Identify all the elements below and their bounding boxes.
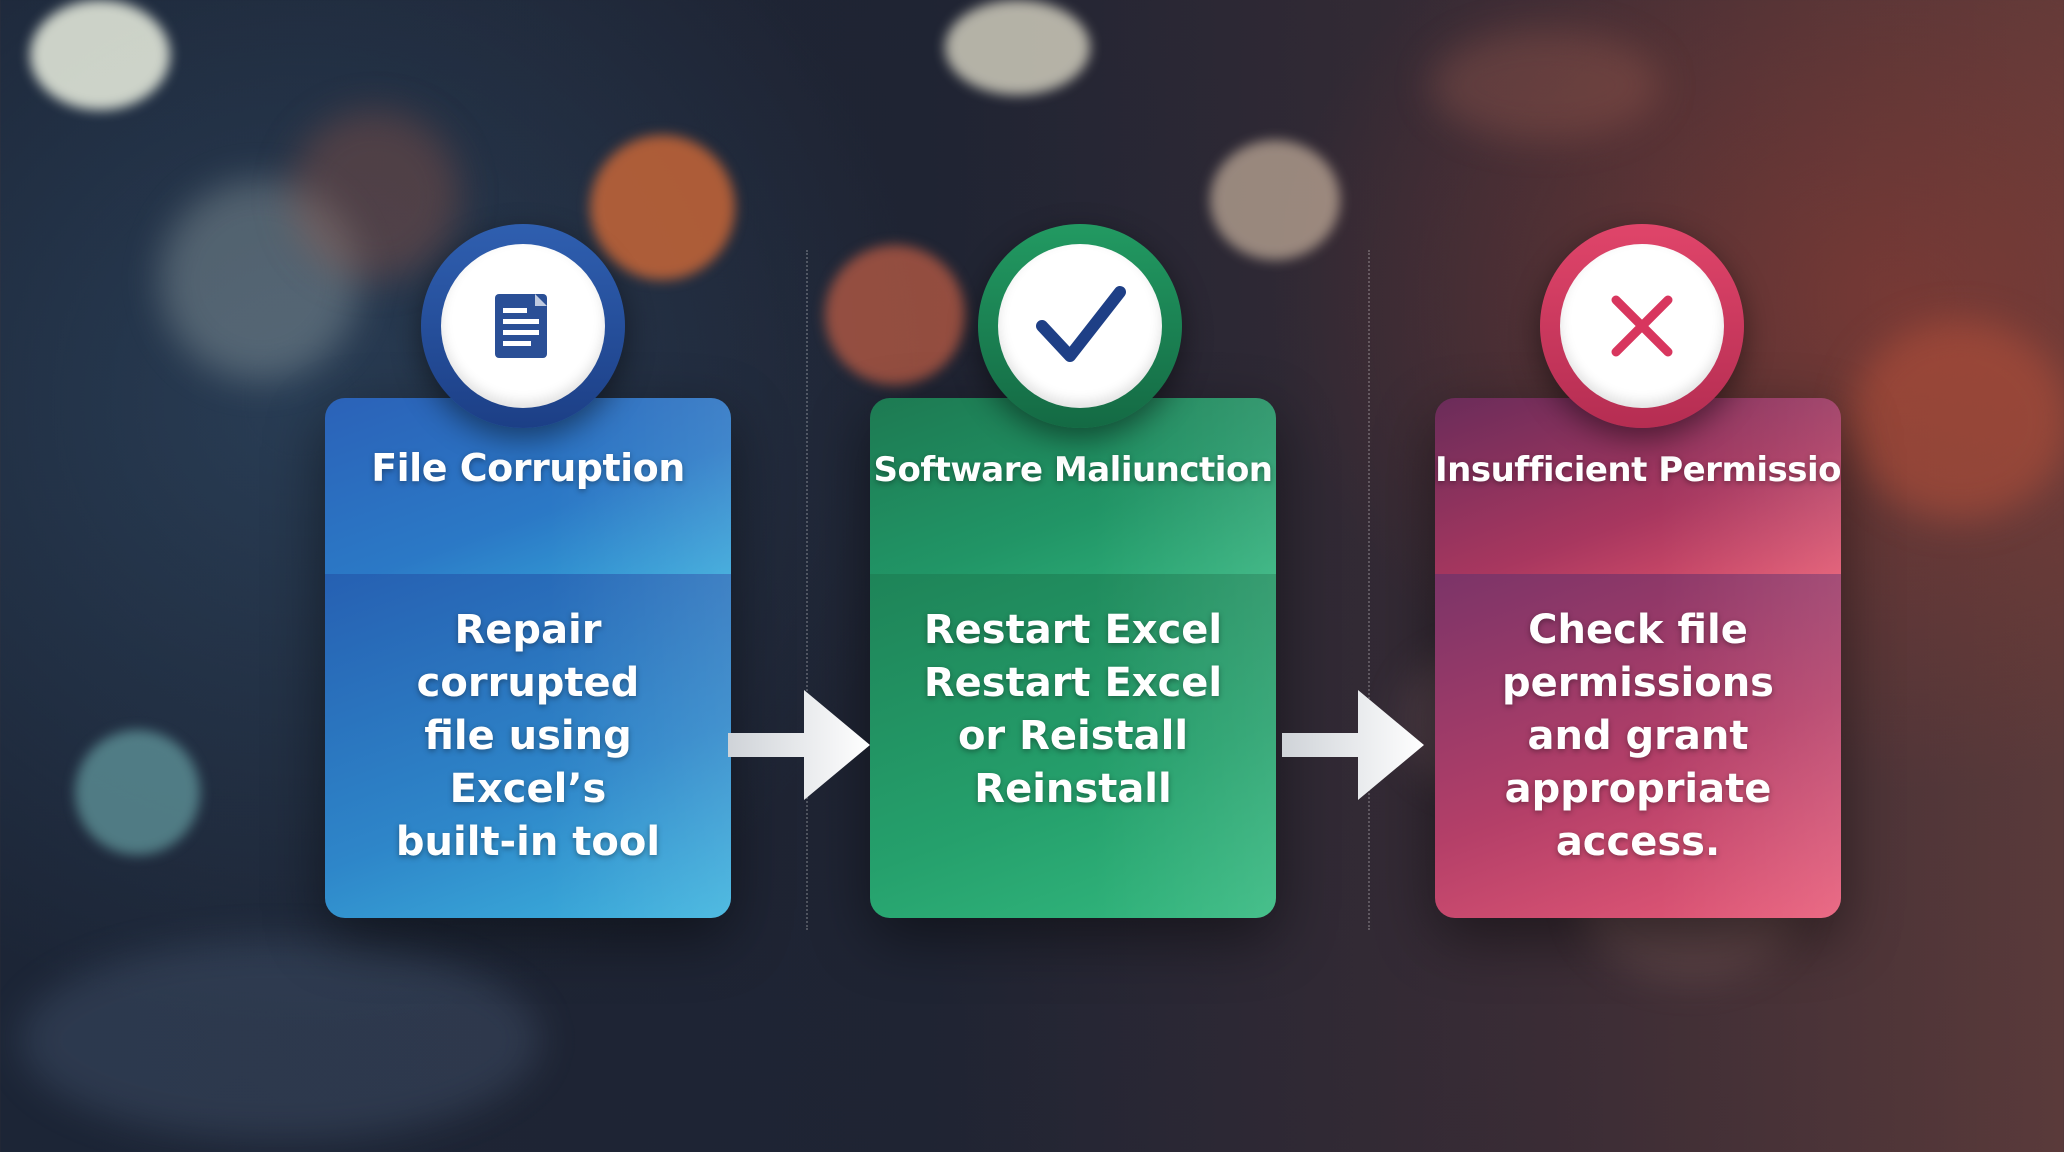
card-body — [1435, 574, 1841, 918]
card-body — [870, 574, 1276, 918]
step-badge — [1540, 224, 1744, 428]
document-icon — [495, 294, 547, 358]
step-card-insufficient-permissions: Insufficient Permissions Check file perm… — [1435, 398, 1841, 918]
step-description: Repair corrupted file using Excel’s buil… — [395, 607, 661, 865]
checkmark-icon — [1036, 286, 1126, 362]
step-title: File Corruption — [371, 446, 685, 490]
step-badge — [978, 224, 1182, 428]
card-body — [325, 574, 731, 918]
step-description: Restart Excel Restart Excel or Reistall … — [923, 607, 1223, 812]
step-title: Software Maliunction — [873, 450, 1273, 490]
arrow-right-icon — [728, 690, 870, 800]
step-badge — [421, 224, 625, 428]
step-description: Check file permissions and grant appropr… — [1502, 607, 1774, 865]
step-title: Insufficient Permissions — [1435, 450, 1841, 490]
x-mark-icon — [1611, 295, 1673, 357]
divider-left — [806, 250, 808, 930]
arrow-right-icon — [1282, 690, 1424, 800]
divider-right — [1368, 250, 1370, 930]
step-card-software-malfunction: Software Maliunction Restart Excel Resta… — [870, 398, 1276, 918]
step-card-file-corruption: File Corruption Repair corrupted file us… — [325, 398, 731, 918]
